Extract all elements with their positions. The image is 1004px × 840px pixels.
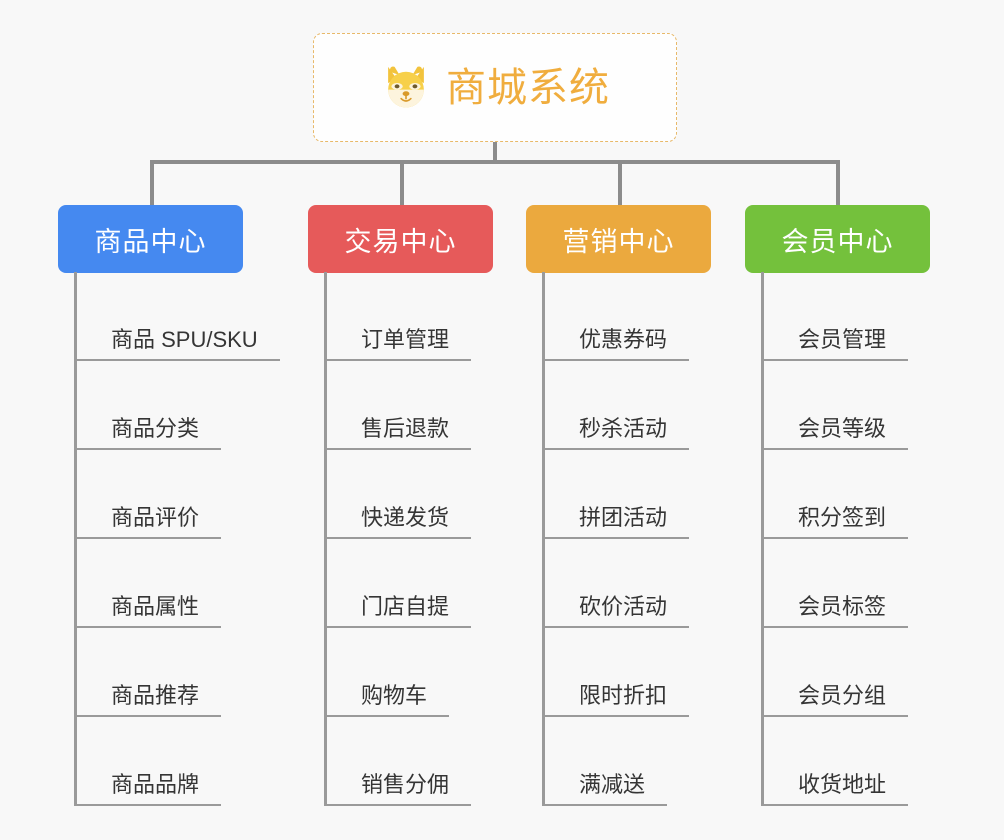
list-item[interactable]: 积分签到 [764,450,909,539]
list-item[interactable]: 会员分组 [764,628,909,717]
list-item-label: 会员管理 [764,326,909,361]
list-item[interactable]: 收货地址 [764,717,909,806]
branch-header-3[interactable]: 会员中心 [745,205,930,273]
list-item-label: 砍价活动 [545,593,690,628]
branch-header-label: 会员中心 [781,226,894,257]
list-item-label: 会员等级 [764,415,909,450]
connector-drop-2 [400,160,404,205]
list-item-label: 订单管理 [327,326,472,361]
list-item[interactable]: 商品属性 [77,539,222,628]
branch-rail-3 [761,272,764,806]
list-item-label: 销售分佣 [327,771,472,806]
list-item[interactable]: 售后退款 [327,361,472,450]
branch-rail-0 [74,272,77,806]
list-item[interactable]: 购物车 [327,628,450,717]
list-item[interactable]: 门店自提 [327,539,472,628]
branch-header-2[interactable]: 营销中心 [526,205,711,273]
list-item-label: 积分签到 [764,504,909,539]
list-item[interactable]: 满减送 [545,717,668,806]
root-node[interactable]: 商城系统 [313,33,677,142]
connector-root-stem [493,142,497,164]
list-item[interactable]: 砍价活动 [545,539,690,628]
list-item[interactable]: 秒杀活动 [545,361,690,450]
list-item[interactable]: 拼团活动 [545,450,690,539]
branch-header-1[interactable]: 交易中心 [308,205,493,273]
list-item-label: 商品品牌 [77,771,222,806]
list-item-label: 限时折扣 [545,682,690,717]
connector-drop-3 [618,160,622,205]
connector-drop-1 [150,160,154,205]
list-item-label: 购物车 [327,682,450,717]
list-item-label: 满减送 [545,771,668,806]
list-item-label: 会员标签 [764,593,909,628]
list-item[interactable]: 商品品牌 [77,717,222,806]
list-item[interactable]: 优惠券码 [545,272,690,361]
list-item[interactable]: 会员标签 [764,539,909,628]
list-item-label: 优惠券码 [545,326,690,361]
list-item-label: 商品评价 [77,504,222,539]
branch-header-label: 营销中心 [562,226,675,257]
list-item-label: 商品分类 [77,415,222,450]
list-item-label: 商品 SPU/SKU [77,326,280,361]
list-item-label: 收货地址 [764,771,909,806]
connector-drop-4 [836,160,840,205]
branch-header-label: 商品中心 [94,226,207,257]
list-item-label: 商品属性 [77,593,222,628]
list-item-label: 商品推荐 [77,682,222,717]
list-item-label: 会员分组 [764,682,909,717]
list-item-label: 售后退款 [327,415,472,450]
branch-header-0[interactable]: 商品中心 [58,205,243,273]
list-item[interactable]: 会员等级 [764,361,909,450]
branch-rail-1 [324,272,327,806]
root-title: 商城系统 [446,65,610,110]
list-item-label: 门店自提 [327,593,472,628]
branch-header-label: 交易中心 [344,226,457,257]
list-item[interactable]: 限时折扣 [545,628,690,717]
list-item[interactable]: 商品推荐 [77,628,222,717]
list-item-label: 拼团活动 [545,504,690,539]
shiba-dog-icon [388,66,424,107]
list-item[interactable]: 商品分类 [77,361,222,450]
list-item[interactable]: 商品评价 [77,450,222,539]
list-item-label: 快递发货 [327,504,472,539]
list-item[interactable]: 会员管理 [764,272,909,361]
list-item-label: 秒杀活动 [545,415,690,450]
branch-rail-2 [542,272,545,806]
list-item[interactable]: 快递发货 [327,450,472,539]
list-item[interactable]: 商品 SPU/SKU [77,272,280,361]
list-item[interactable]: 销售分佣 [327,717,472,806]
list-item[interactable]: 订单管理 [327,272,472,361]
connector-horizontal-bus [150,160,840,164]
